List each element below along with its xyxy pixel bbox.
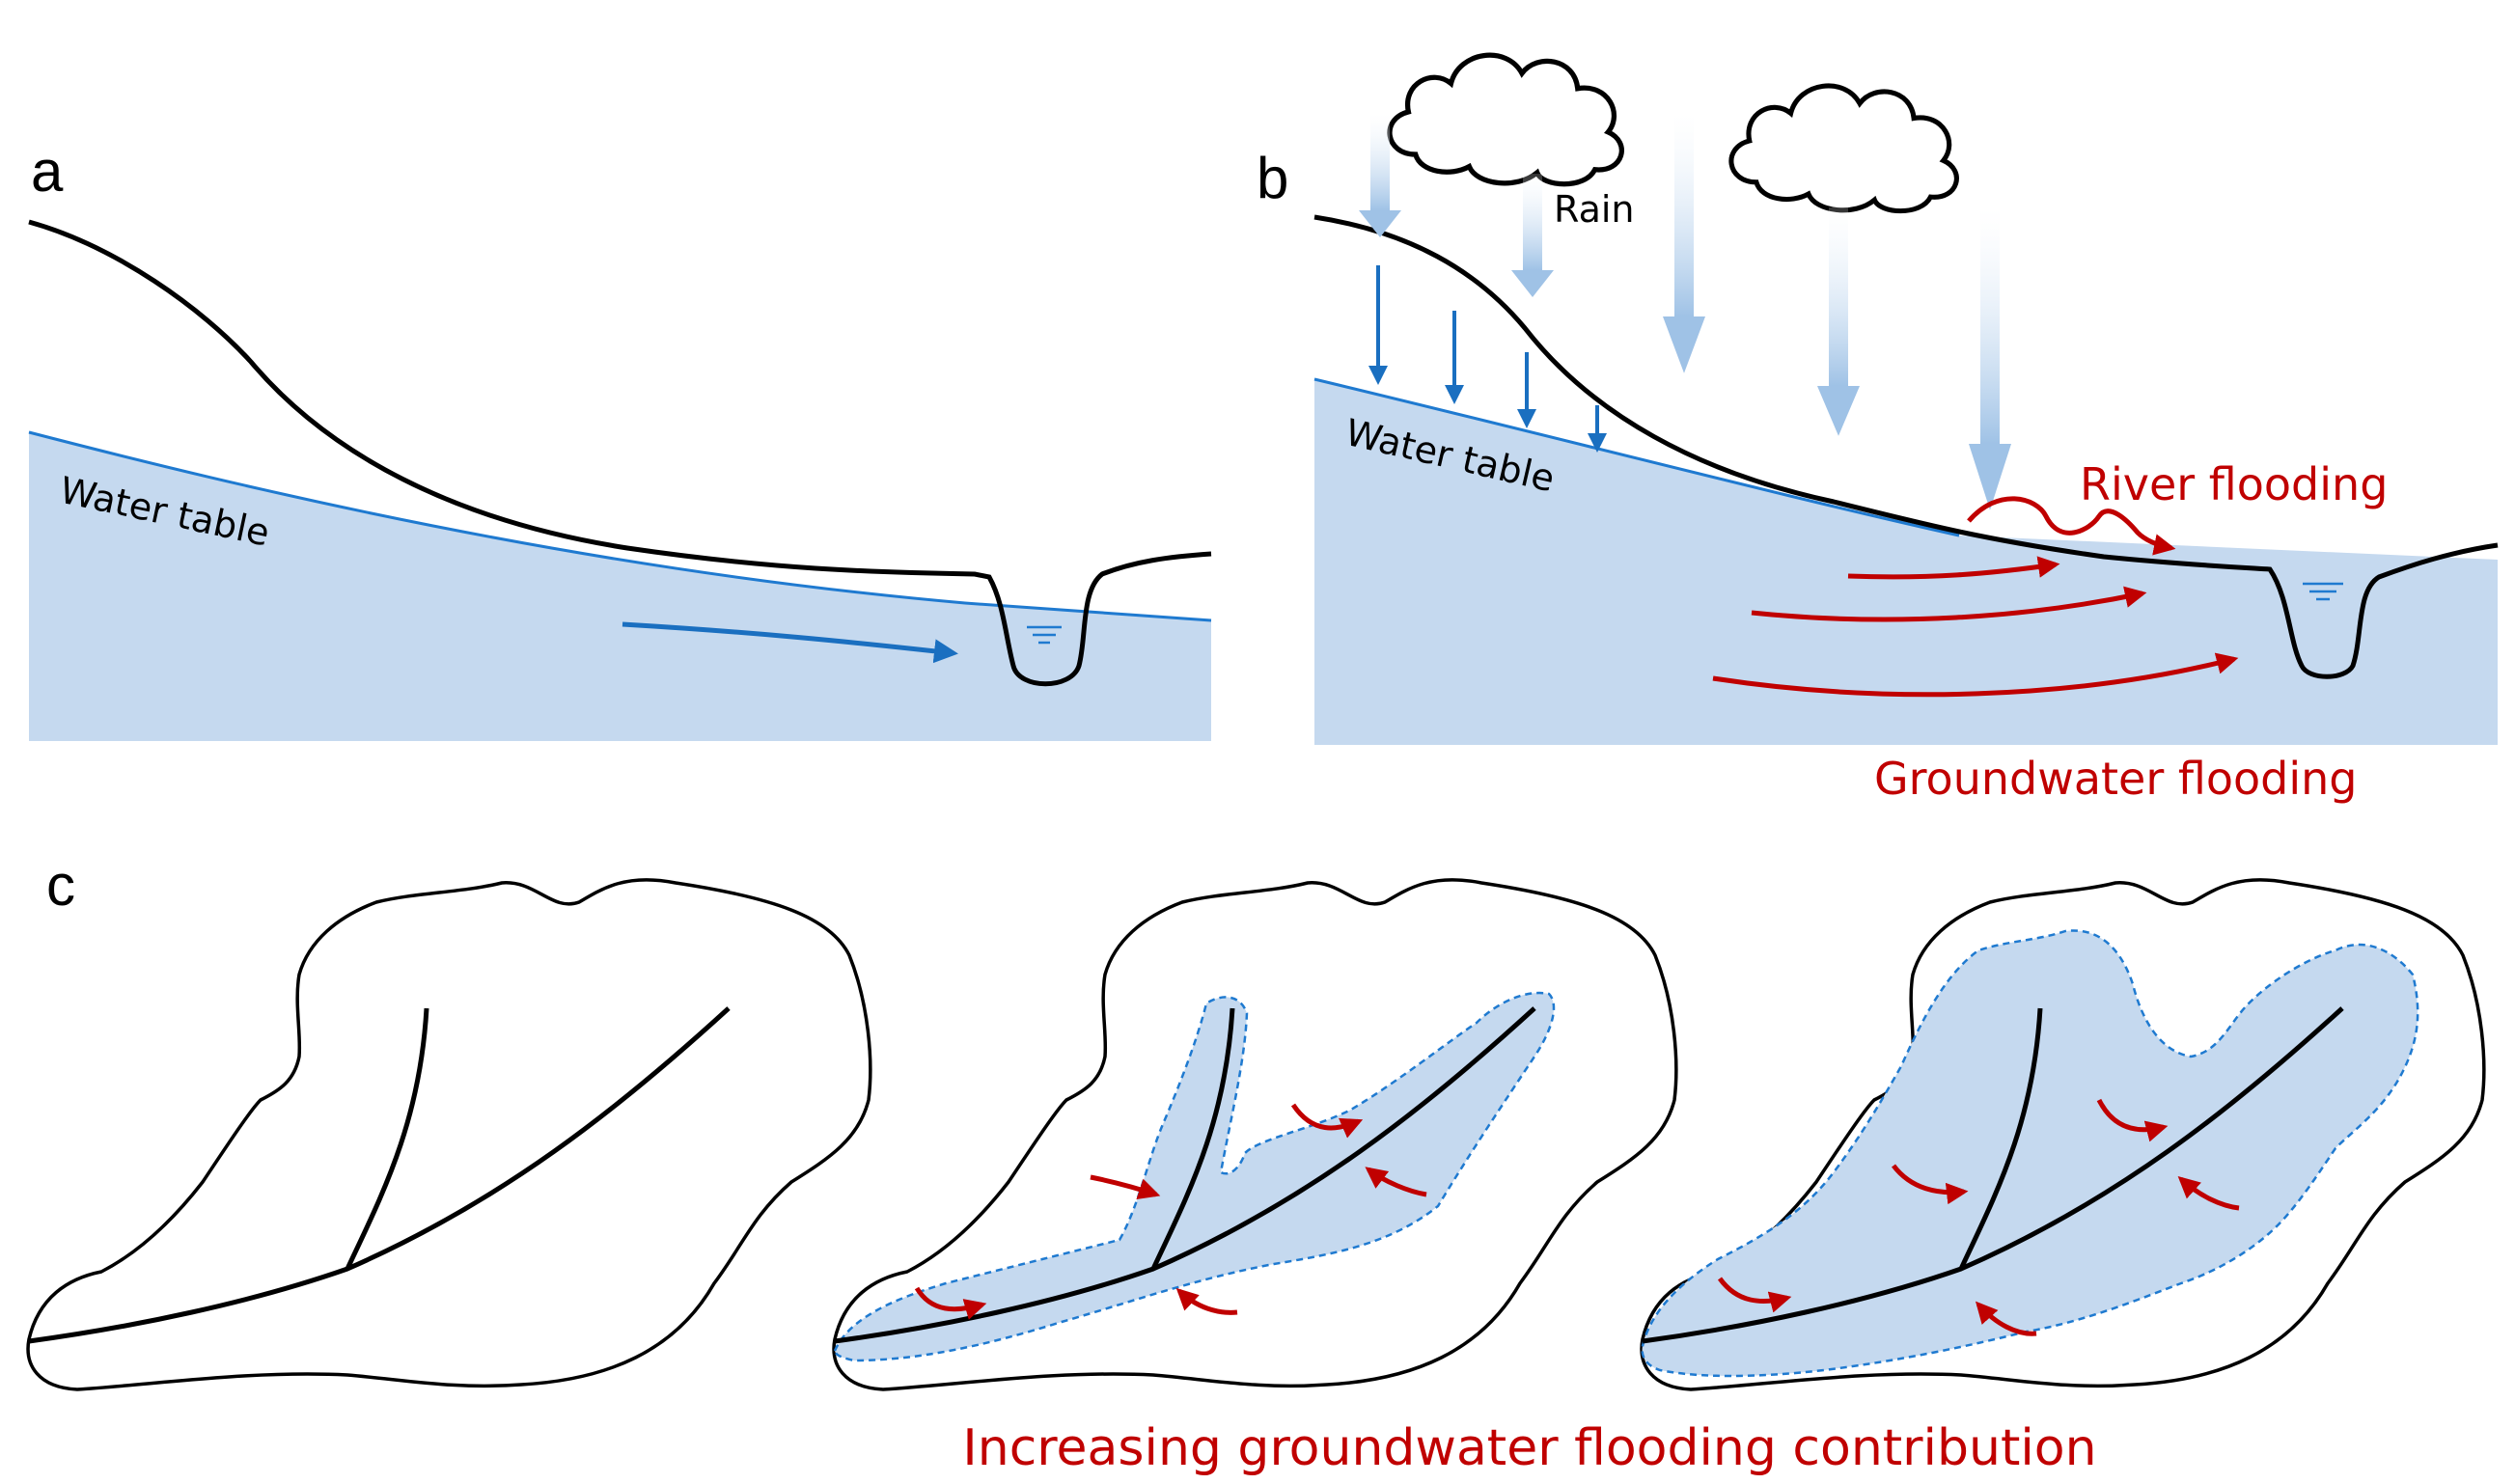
- panel-a-letter: a: [31, 139, 64, 204]
- panel-a: a Water table: [28, 139, 1212, 741]
- panel-a-water-table-line: [28, 430, 1212, 622]
- infiltration-arrows: [1368, 265, 1607, 453]
- panel-b-letter: b: [1257, 146, 1288, 210]
- panel-c: c: [26, 853, 2486, 1477]
- main-river: [28, 1006, 731, 1344]
- groundwater-inflow-arrow: [1090, 1174, 1161, 1199]
- cloud-icon: [1731, 86, 1956, 211]
- rain-arrow: [1663, 114, 1705, 373]
- groundwater-inflow-arrow: [1892, 1164, 1969, 1205]
- rain-label: Rain: [1554, 188, 1635, 231]
- panel-b: b Rain Water table River floo: [1257, 55, 2499, 805]
- river-flooding-arrow: [1967, 496, 2176, 556]
- rain-arrow: [1969, 207, 2011, 510]
- river-flooding-label: River flooding: [2080, 458, 2388, 510]
- panel-b-water-table-line: [1313, 377, 1960, 537]
- water-level-icon: [1027, 625, 1062, 645]
- flooded-zone: [1641, 929, 2419, 1378]
- panel-a-land-surface: [28, 219, 1212, 687]
- main-river: [1642, 1006, 2344, 1344]
- water-level-icon: [2303, 582, 2343, 601]
- groundwater-flood-arrow: [1847, 556, 2060, 580]
- panel-a-groundwater-flow-arrow: [622, 621, 958, 664]
- tributary-river: [345, 1007, 429, 1271]
- groundwater-inflow-arrow: [1365, 1167, 1427, 1197]
- catchment-outline: [26, 878, 872, 1391]
- rain-arrow: [1817, 207, 1860, 436]
- main-river: [834, 1006, 1536, 1344]
- groundwater-flood-arrow: [1751, 586, 2147, 622]
- groundwater-inflow-arrow: [914, 1286, 987, 1320]
- groundwater-inflow-arrow: [1975, 1301, 2037, 1336]
- tributary-river: [1958, 1007, 2043, 1271]
- catchment-extensive: [1640, 878, 2486, 1391]
- panel-c-caption: Increasing groundwater flooding contribu…: [962, 1419, 2096, 1477]
- rain-arrow: [1511, 174, 1554, 297]
- groundwater-inflow-arrow: [1717, 1277, 1792, 1313]
- groundwater-flood-arrow: [1712, 652, 2239, 698]
- catchment-baseline: [26, 878, 872, 1391]
- groundwater-inflow-arrow: [1175, 1287, 1238, 1315]
- panel-c-letter: c: [46, 853, 75, 918]
- catchment-moderate: [832, 878, 1678, 1391]
- groundwater-flood-arrows: [1712, 556, 2239, 698]
- panel-b-land-surface: [1313, 214, 2499, 679]
- panel-b-groundwater-area: [1314, 379, 2498, 745]
- cloud-icon: [1390, 55, 1621, 184]
- tributary-river: [1150, 1007, 1235, 1271]
- groundwater-inflow-arrow: [2096, 1098, 2169, 1142]
- groundwater-flooding-label: Groundwater flooding: [1874, 753, 2357, 805]
- groundwater-inflow-arrow: [2177, 1175, 2240, 1211]
- panel-a-groundwater-area: [29, 432, 1211, 741]
- groundwater-inflow-arrow: [1290, 1103, 1364, 1139]
